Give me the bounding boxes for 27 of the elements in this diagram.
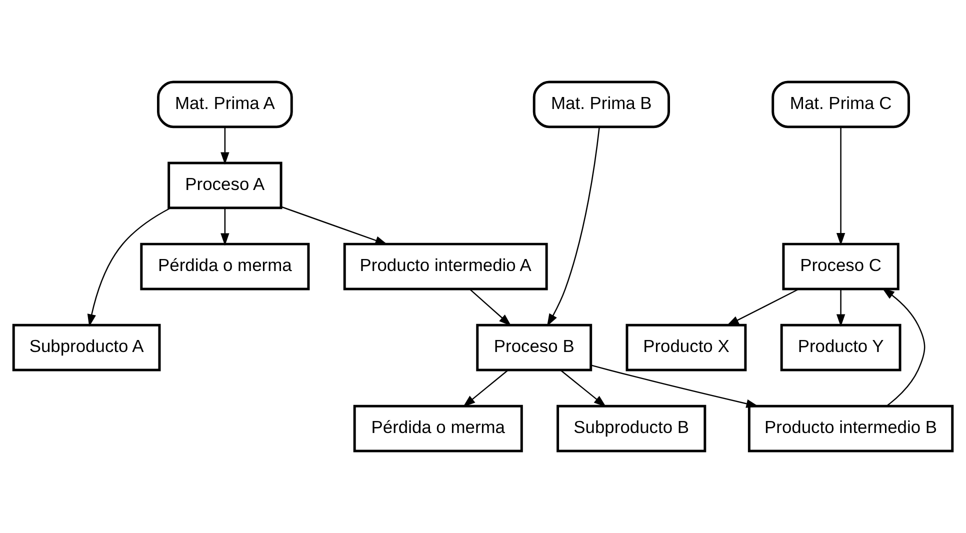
node-box: Producto Y [780,324,902,372]
node-box: Subproducto B [556,404,706,452]
node-box: Proceso C [782,242,900,290]
arrow [469,288,512,326]
node-box: Mat. Prima C [772,80,910,128]
arrow [220,208,230,246]
arrow [726,288,800,326]
arrow [591,364,759,408]
node-box: Pérdida o merma [353,404,523,452]
arrow [836,127,846,246]
arrow [280,206,388,245]
node-box: Mat. Prima B [532,80,670,128]
arrow [836,289,846,327]
node-box: Pérdida o merma [140,242,310,290]
node-box: Proceso B [476,324,592,372]
arrow [220,127,230,165]
arrow [462,370,508,408]
arrow [546,127,600,326]
node-box: Mat. Prima A [156,80,293,128]
arrow [87,208,171,327]
node-box: Producto intermedio B [748,404,954,452]
node-box: Producto X [626,324,747,372]
node-box: Producto intermedio A [343,242,548,290]
node-box: Proceso A [168,162,282,210]
arrow [560,370,606,408]
node-box: Subproducto A [12,324,161,372]
arrow [882,288,926,407]
